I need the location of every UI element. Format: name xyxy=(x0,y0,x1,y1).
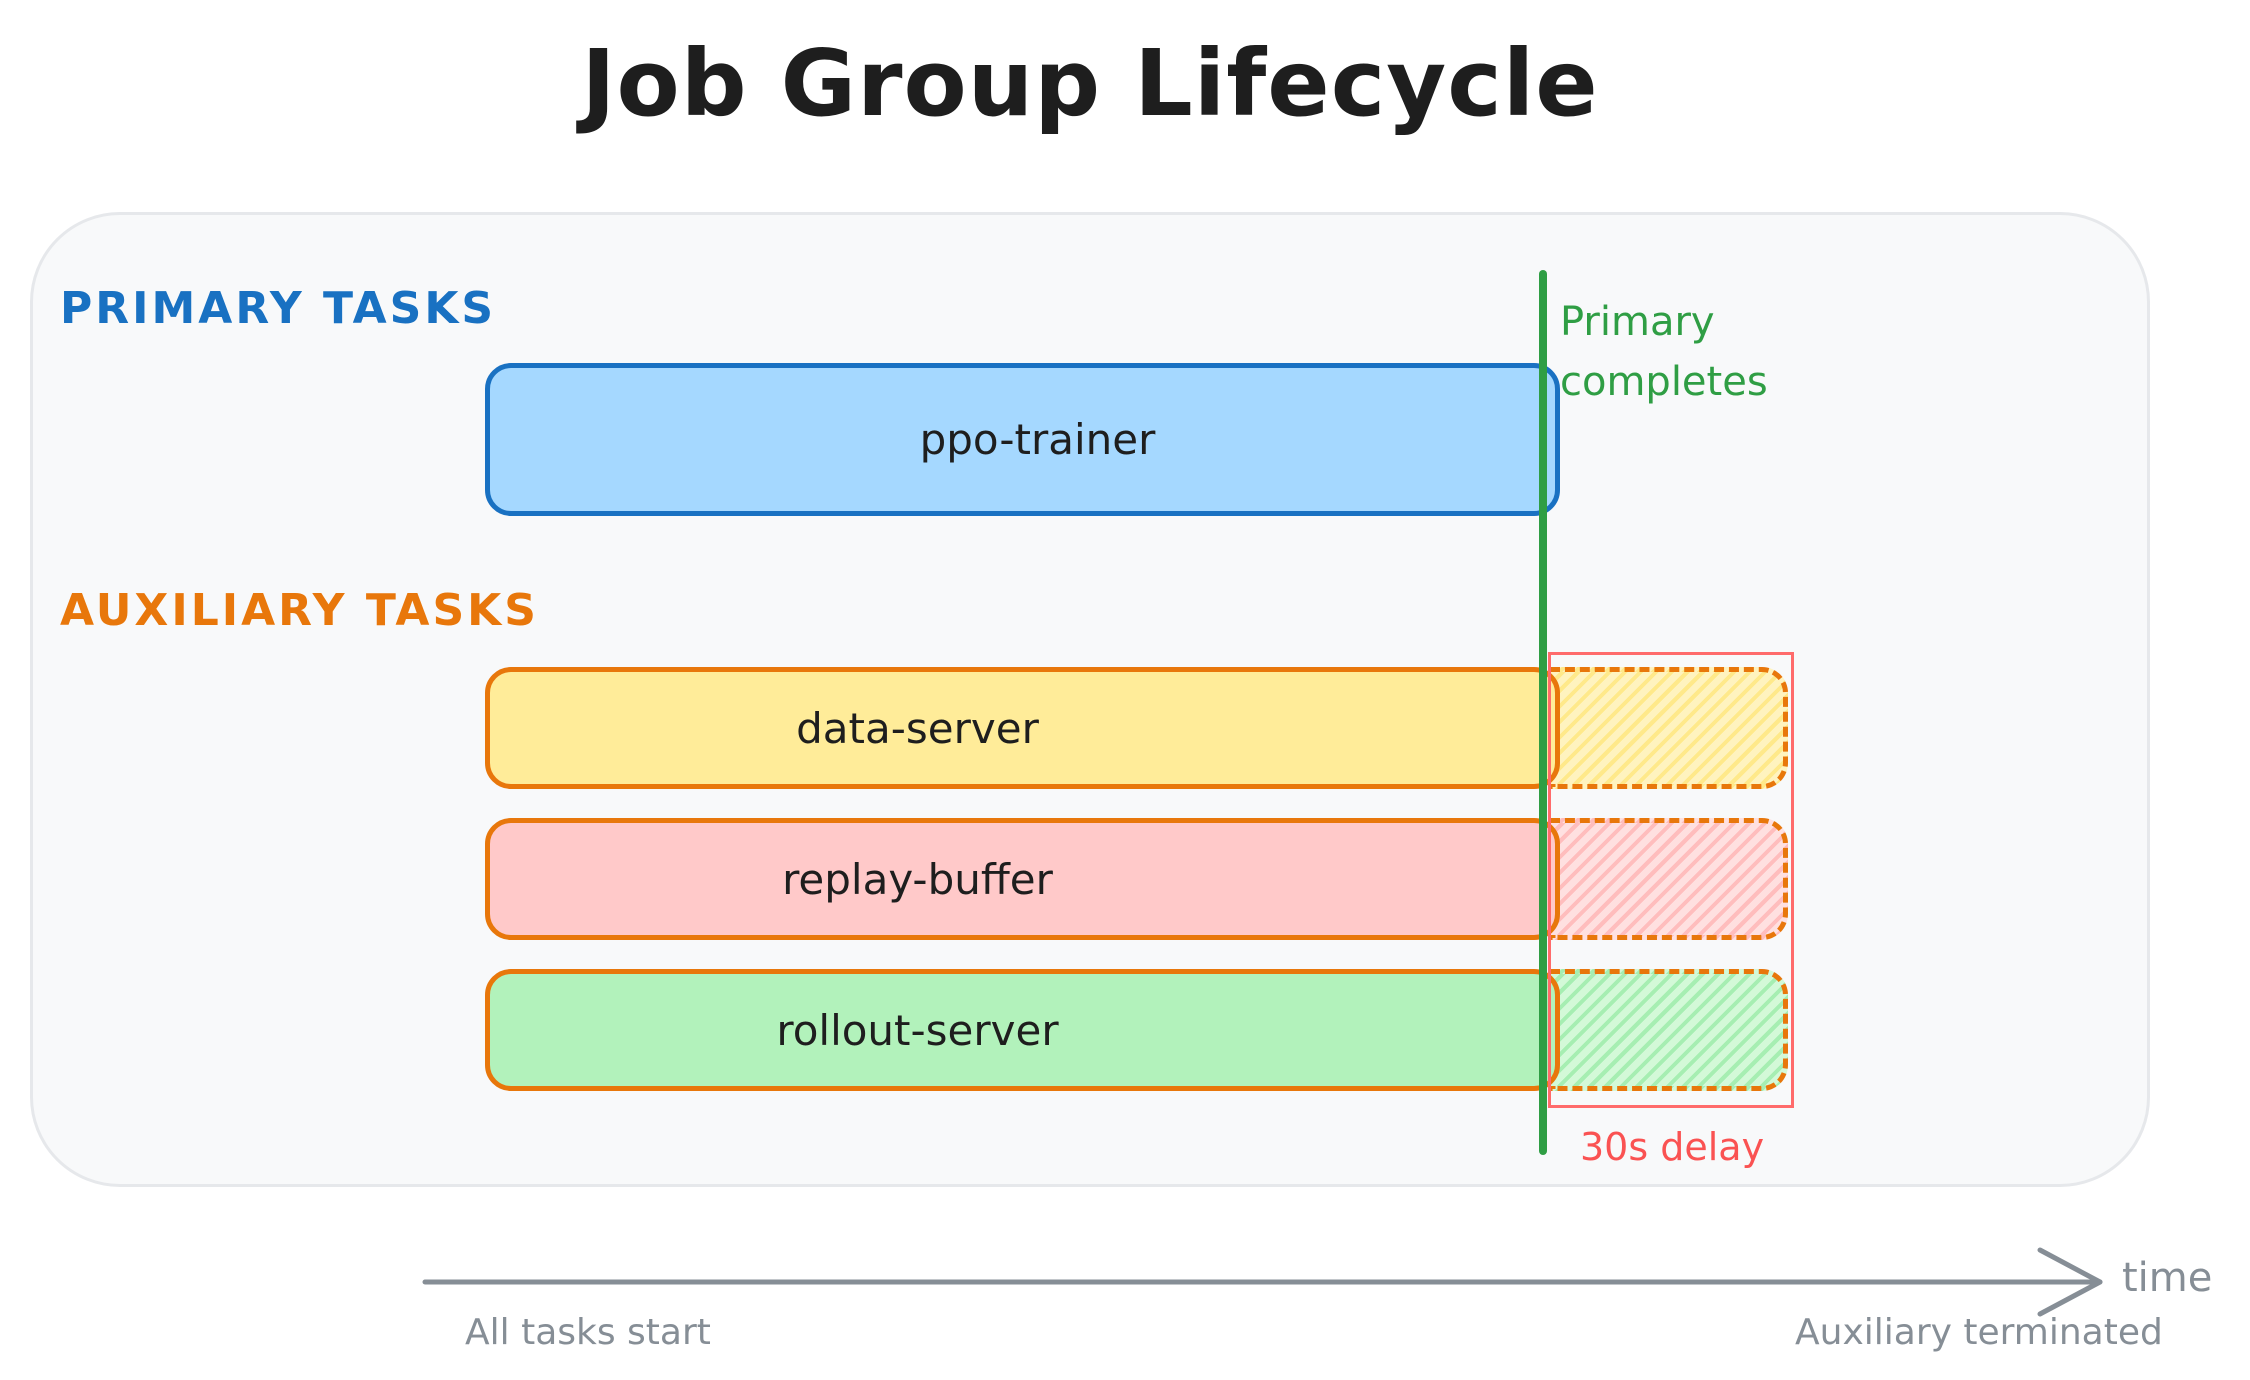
timeline-end-label: Auxiliary terminated xyxy=(1795,1312,2163,1353)
primary-tasks-label: PRIMARY TASKS xyxy=(60,283,497,334)
delay-extension-data-server xyxy=(1550,667,1788,789)
delay-extension-rollout-server xyxy=(1550,969,1788,1091)
task-label: data-server xyxy=(796,703,1039,753)
diagram-title: Job Group Lifecycle xyxy=(581,30,1599,137)
delay-extension-replay-buffer xyxy=(1550,818,1788,940)
task-data-server: data-server xyxy=(485,667,1560,789)
timeline-start-label: All tasks start xyxy=(465,1312,711,1353)
task-label: rollout-server xyxy=(776,1005,1059,1055)
time-axis-arrowhead xyxy=(2037,1247,2103,1317)
task-rollout-server: rollout-server xyxy=(485,969,1560,1091)
primary-completes-note: Primary completes xyxy=(1560,292,1768,412)
task-replay-buffer: replay-buffer xyxy=(485,818,1560,940)
delay-label: 30s delay xyxy=(1580,1125,1765,1169)
primary-completes-line xyxy=(1539,270,1547,1155)
primary-completes-line1: Primary xyxy=(1560,299,1715,345)
task-label: ppo-trainer xyxy=(919,415,1156,464)
delay-window xyxy=(1548,652,1794,1108)
task-label: replay-buffer xyxy=(782,854,1053,904)
primary-completes-line2: completes xyxy=(1560,359,1768,405)
auxiliary-tasks-label: AUXILIARY TASKS xyxy=(60,585,539,636)
task-ppo-trainer: ppo-trainer xyxy=(485,363,1560,516)
time-axis-label: time xyxy=(2122,1255,2213,1301)
